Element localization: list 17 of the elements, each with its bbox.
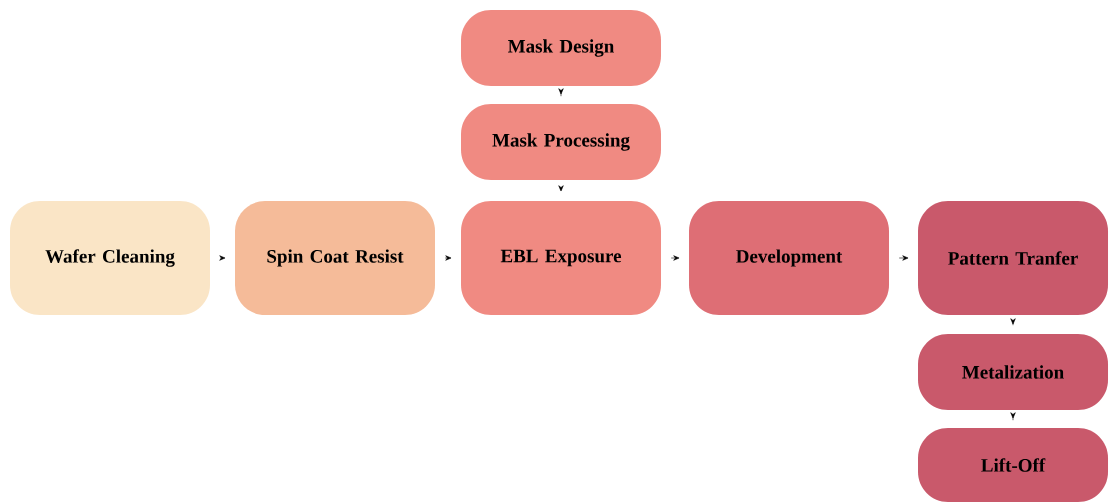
arrow <box>444 255 452 261</box>
process-box: Metalization <box>918 334 1108 410</box>
process-box: Development <box>689 201 889 315</box>
arrow <box>898 255 909 261</box>
arrow <box>1010 318 1016 326</box>
process-box: Wafer Cleaning <box>10 201 210 315</box>
arrow <box>670 255 680 261</box>
arrow <box>1010 412 1016 421</box>
process-box: Lift-Off <box>918 428 1108 502</box>
arrow <box>558 88 564 97</box>
process-box: Mask Processing <box>461 104 661 180</box>
process-box: Pattern Tranfer <box>918 201 1108 315</box>
process-box: Spin Coat Resist <box>235 201 435 315</box>
process-box: Mask Design <box>461 10 661 86</box>
arrow <box>558 185 564 192</box>
arrow <box>219 255 226 261</box>
process-box: EBL Exposure <box>461 201 661 315</box>
